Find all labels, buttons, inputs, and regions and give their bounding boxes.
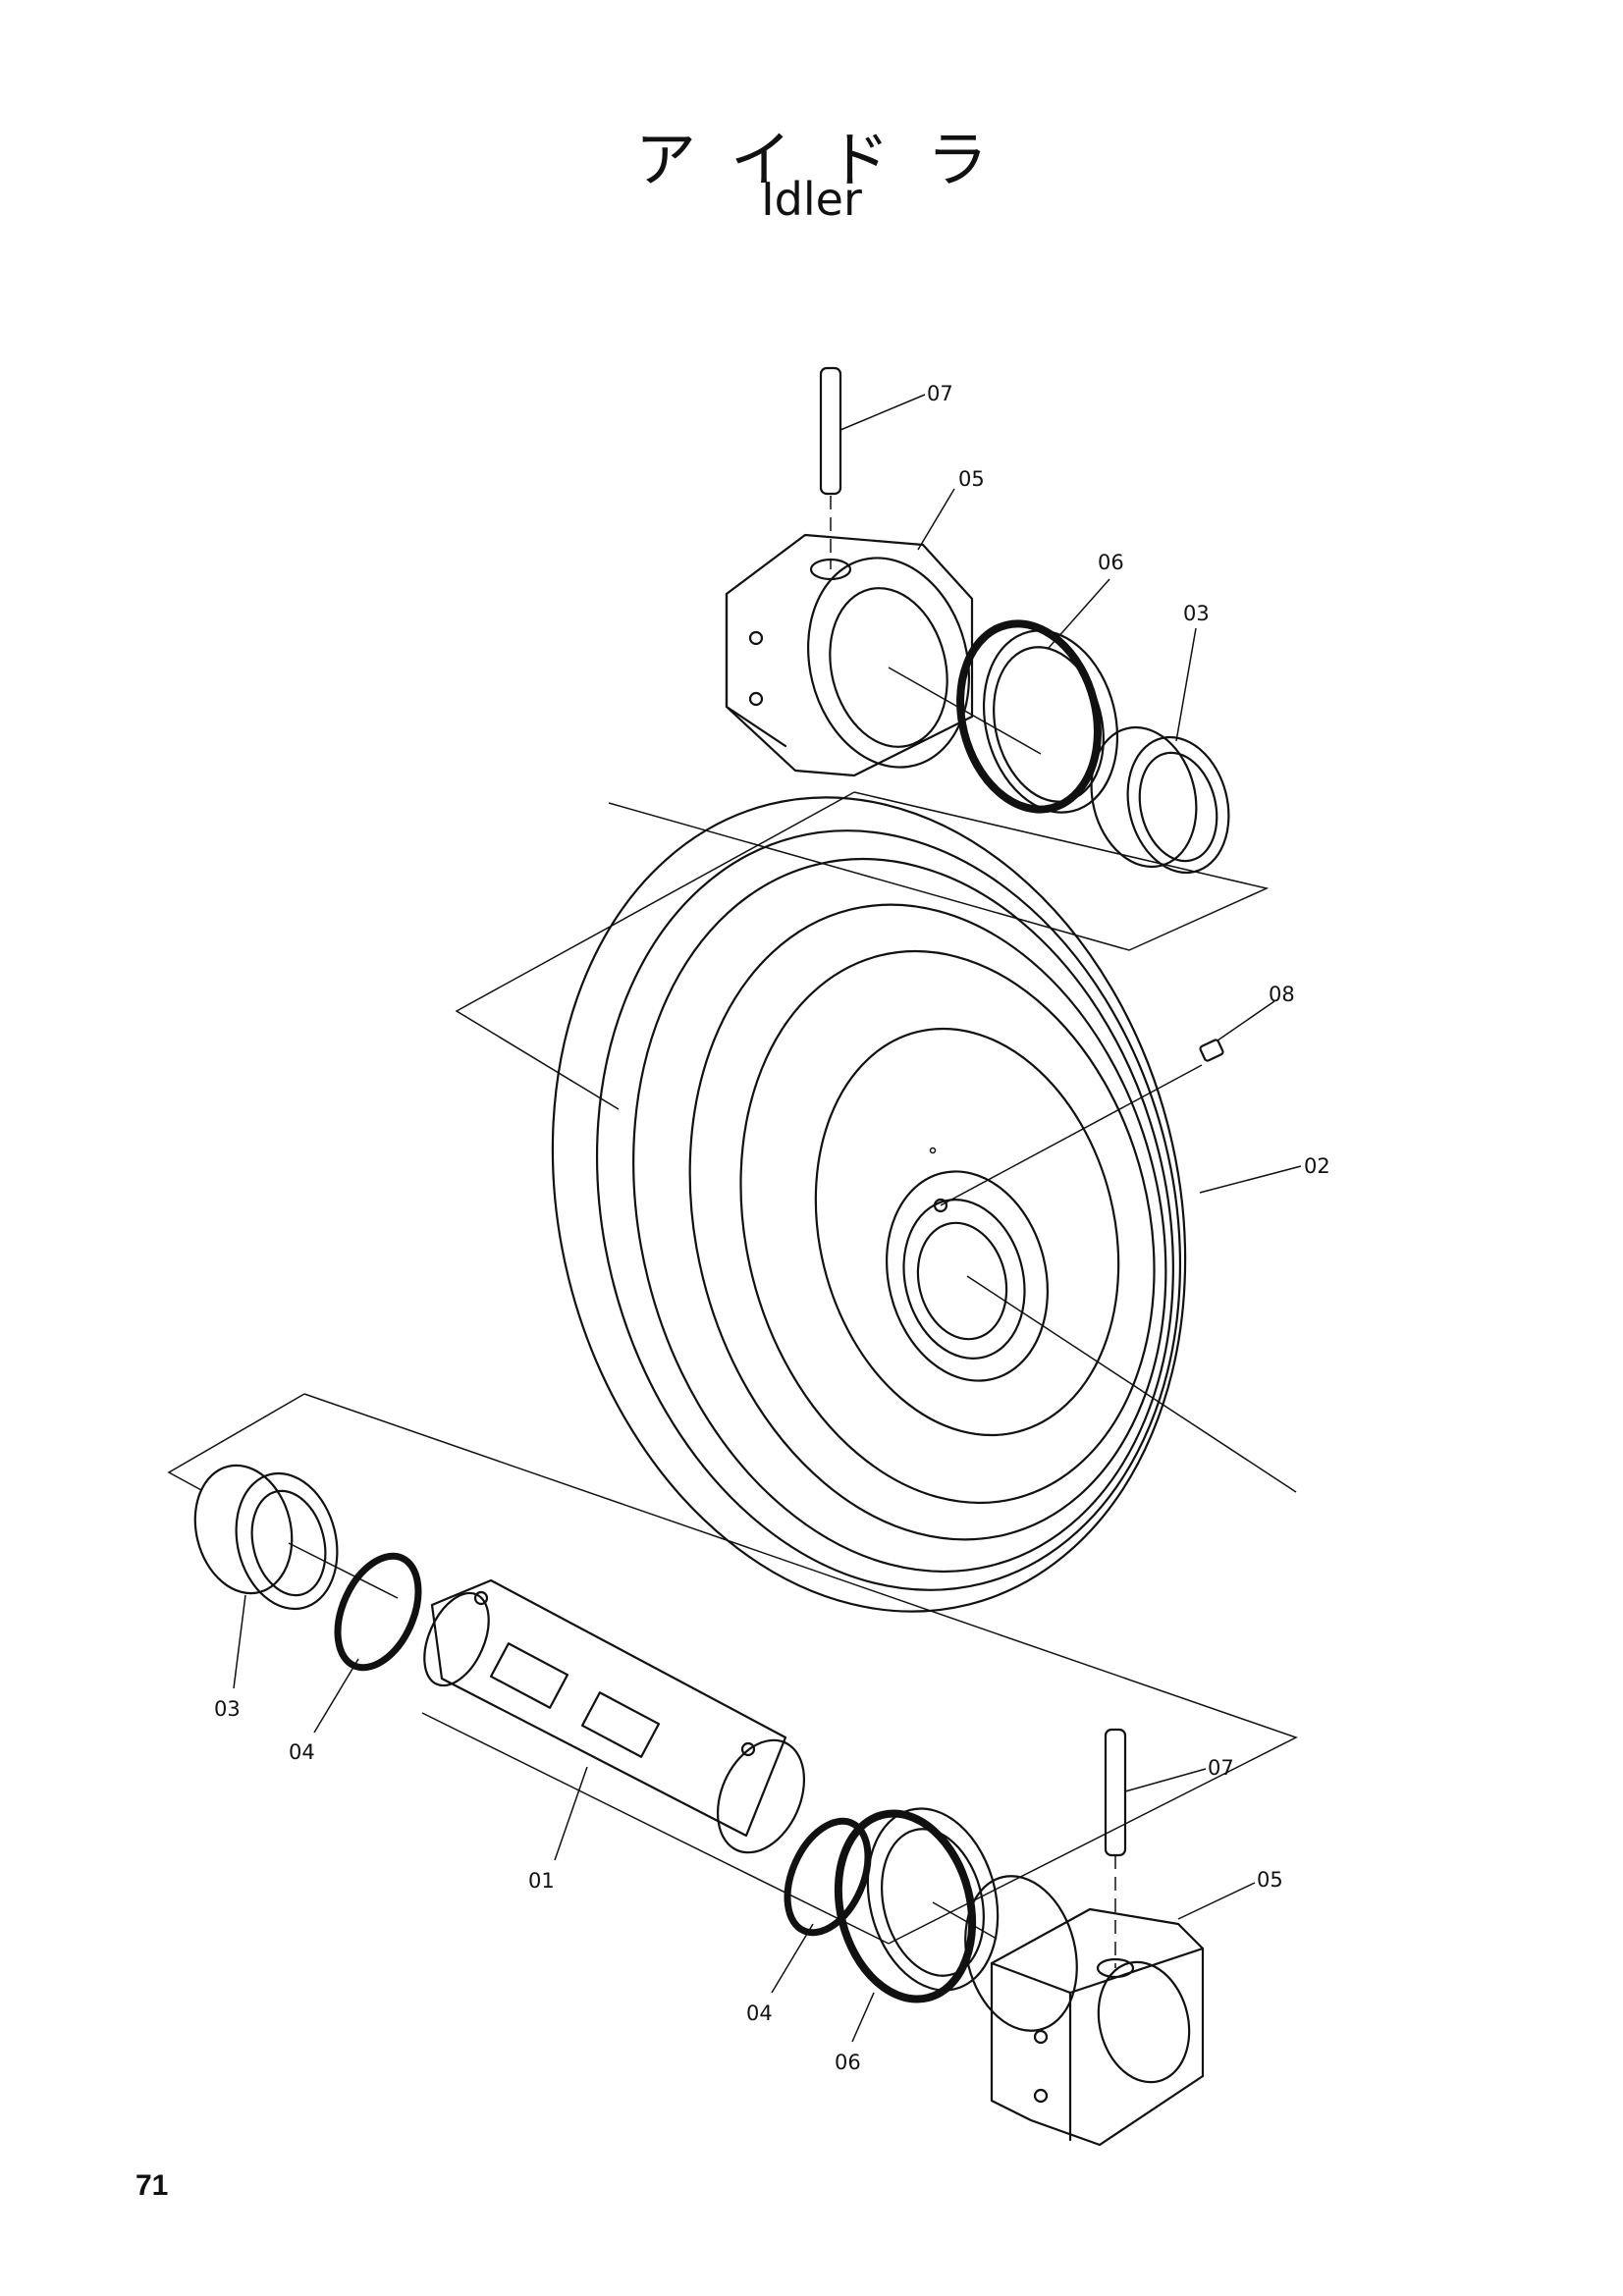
callout-04-right: 04 [746, 2002, 773, 2025]
page-title-english: Idler [761, 173, 862, 226]
callout-08: 08 [1269, 983, 1295, 1006]
shaft [423, 1578, 806, 1854]
bushing-top [1090, 725, 1230, 875]
idler-wheel [551, 796, 1297, 1613]
pin-top [819, 366, 842, 569]
seal-top [956, 619, 1119, 814]
seal-bottom [834, 1807, 1000, 2003]
o-ring-left [334, 1552, 422, 1672]
bracket-top [725, 533, 1042, 777]
callout-02: 02 [1304, 1154, 1330, 1178]
callout-06-bottom: 06 [835, 2051, 861, 2074]
plug [940, 1039, 1224, 1206]
callout-07-bottom: 07 [1208, 1756, 1234, 1780]
page-number: 71 [135, 2169, 169, 2202]
callout-04-left: 04 [289, 1740, 315, 1764]
leader-lines [233, 394, 1302, 2043]
bracket-bottom [964, 1875, 1205, 2147]
upper-assembly-frame [455, 791, 1270, 1110]
callout-labels: 07 05 06 03 08 02 03 04 01 04 06 07 05 [214, 382, 1330, 2074]
callout-03-bottom: 03 [214, 1697, 241, 1721]
lower-assembly-frame [167, 1393, 1298, 1945]
callout-05-top: 05 [958, 467, 985, 491]
callout-05-bottom: 05 [1257, 1868, 1283, 1892]
callout-03-top: 03 [1183, 602, 1210, 625]
callout-01: 01 [528, 1869, 555, 1893]
bushing-bottom [193, 1464, 399, 1611]
callout-07-top: 07 [927, 382, 953, 405]
page-title-japanese: アイドラ [635, 124, 1025, 195]
callout-06-top: 06 [1098, 551, 1124, 574]
o-ring-right [784, 1817, 872, 1937]
pin-bottom [1104, 1728, 1127, 1968]
